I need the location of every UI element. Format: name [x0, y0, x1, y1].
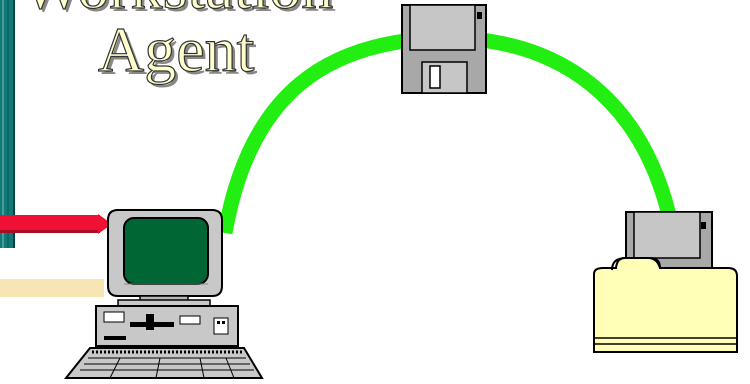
left-panel-edge	[0, 0, 15, 248]
folder-with-disk-icon	[593, 211, 738, 353]
title-line1-shadow: Workstation	[25, 0, 336, 25]
title-line1: Workstation	[22, 0, 333, 22]
slide-title: Workstation Workstation Agent Agent	[21, 0, 336, 88]
red-arrow	[0, 214, 112, 234]
tan-bar	[0, 279, 104, 297]
floppy-disk-icon	[401, 4, 487, 94]
title-line2-shadow: Agent	[101, 17, 258, 88]
title-line2: Agent	[98, 14, 255, 85]
desktop-computer-icon	[63, 209, 264, 379]
